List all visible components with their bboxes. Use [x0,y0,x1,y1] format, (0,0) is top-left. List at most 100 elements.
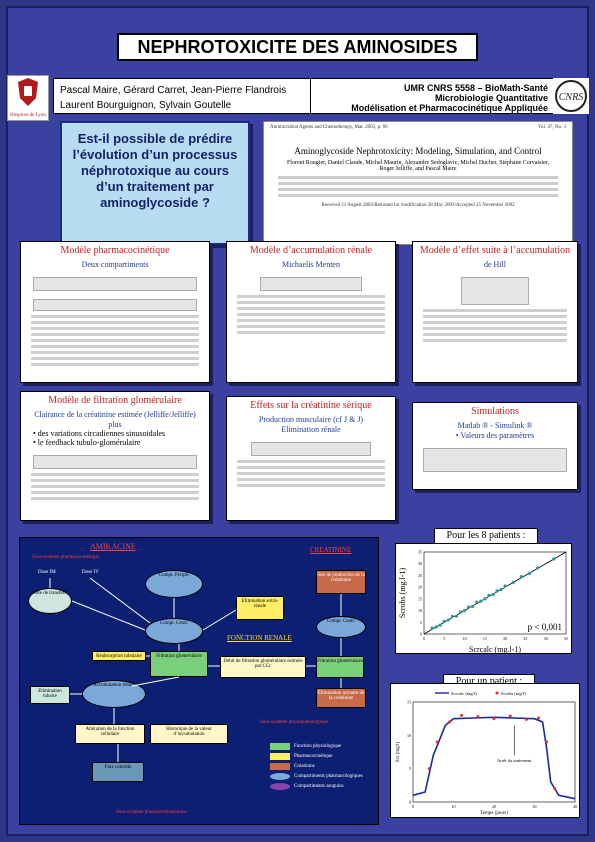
scatter-point [503,584,507,588]
system-flow-diagram: AMIKACINE CREATININE FONCTION RENALE Dos… [19,537,379,825]
time-point-obs [508,714,512,718]
accumulation-node: Accumulation rénale [82,680,146,708]
scatter-point [434,625,438,629]
paper-authors: Florent Rougier, Daniel Claude, Michel M… [286,160,550,172]
time-y-label: Scr (mg/l) [396,741,401,762]
simulations-box: Simulations Matlab ® - Simulink ® • Vale… [412,402,578,490]
scatter-y-tick: 5 [420,620,422,625]
scatter-y-tick: 0 [420,632,422,637]
gfr-model-subtitle: Clairance de la créatinine estimée (Jell… [34,410,196,419]
time-x-tick: 30 [533,804,537,809]
paper-title: Aminoglycoside Nephrotoxicity: Modeling,… [294,146,542,156]
gfr-model-box: Modèle de filtration glomérulaire Claira… [20,391,210,521]
time-point-obs [524,717,528,721]
scatter-x-tick: 30 [544,636,548,641]
legend-item-5: Compartiments sanguins [294,784,344,789]
legend-item-1: Fonction physiologique [294,744,342,749]
pk-equation-2 [33,299,197,311]
scatter-y-tick: 20 [418,585,422,590]
flow-legend: Fonction physiologique Pharmacocinétique… [270,743,363,790]
scatter-plot-area [423,551,567,635]
scatter-point [487,593,491,597]
gfr-bullet-2: • le feedback tubulo-glomérulaire [33,438,141,447]
lab-box: UMR CNRS 5558 – BioMath-Santé Microbiolo… [310,78,555,114]
legend-item-4: Compartiments pharmacologiques [294,774,363,779]
hill-equation [461,277,529,305]
creatinine-compartment-node: Compt. Centr. [316,616,366,638]
time-point-obs [537,716,541,720]
effect-model-title: Modèle d’effet suite à l’accumulation [419,245,571,256]
authors-box: Pascal Maire, Gérard Carret, Jean-Pierre… [53,78,318,114]
scatter-x-tick: 20 [503,636,507,641]
scatter-point [462,608,467,613]
flow-arrows [49,577,342,762]
time-point-obs [447,720,451,724]
time-point-obs [435,740,439,744]
time-x-tick: 10 [452,804,456,809]
gfr-equation [33,455,197,469]
research-question: Est-il possible de prédire l’évolution d… [60,121,250,245]
accumulation-model-box: Modèle d’accumulation rénale Michaelis M… [226,241,396,383]
gfr-model-title: Modèle de filtration glomérulaire [48,395,182,406]
dose-iv-label: Dose IV [82,570,99,575]
scatter-x-label: Scrcalc (mg.l-1) [469,645,521,654]
flow-title-amikacine: AMIKACINE [90,542,136,551]
scatter-point [454,614,459,618]
simulations-tools: Matlab ® - Simulink ® [457,421,533,430]
scatter-point [495,589,499,593]
time-x-tick: 20 [492,804,496,809]
site-transfert-node: Site de transfert [28,588,72,614]
creatinine-elimination: Elimination rénale [281,425,341,434]
flux-control-node: Flux contrôle [92,762,144,782]
filtration-node: Filtration glomérulaire [150,651,208,677]
time-legend-point [495,691,499,695]
scatter-x-tick: 35 [564,636,568,641]
dfg-node: Débit de filtration glomérulaire estimée… [220,656,306,678]
scatter-point [479,599,483,603]
pk-equation [33,277,197,291]
scatter-y-tick: 10 [418,608,422,613]
scatter-point [519,575,523,579]
cnrs-logo: CNRS [553,78,589,114]
scatter-point [467,605,471,609]
creatinine-effects-box: Effets sur la créatinine sérique Product… [226,396,396,521]
pk-model-box: Modèle pharmacocinétique Deux compartime… [20,241,210,383]
time-y-tick: 0 [409,800,411,805]
scatter-point [442,619,446,623]
compartment-central-node: Compt. Centr. [145,618,203,644]
time-point-obs [545,740,549,744]
time-point-obs [460,713,464,717]
scatter-pvalue: p < 0,001 [528,622,562,632]
elimination-extra-node: Elimination extra-rénale [236,596,284,620]
scatter-y-tick: 25 [418,573,422,578]
parameters-table [423,448,567,472]
time-legend-1: Scrcalc (mg/l) [451,691,477,696]
accumulation-model-subtitle: Michaelis Menten [282,260,340,269]
creatinine-production: Production musculaire (cf J & J) [258,415,364,424]
scatter-y-tick: 35 [418,550,422,555]
time-legend-2: Scrobs (mg/l) [501,691,526,696]
time-plot-area [412,701,576,803]
scatter-point [499,587,503,592]
time-series-calc [412,716,576,800]
scatter-x-tick: 15 [483,636,487,641]
paper-journal: Antimicrobial Agents and Chemotherapy, M… [270,125,388,130]
tubular-reabsorption-node: Réabsorption tubulaire [92,651,146,661]
pk-model-title: Modèle pharmacocinétique [60,245,170,256]
time-x-label: Temps (jours) [480,811,508,816]
scatter-y-tick: 15 [418,596,422,601]
elimination-tubaire-node: Elimination tubaire [30,686,70,704]
scatter-point [552,557,556,561]
subsystem-pharmacokinetic: Sous-système pharmacocinétique [32,555,99,560]
legend-item-3: Créatinine [294,764,315,769]
scatter-x-tick: 25 [523,636,527,641]
creatinine-elimination-node: Elimination urinaire de la créatinine [316,688,366,708]
scatter-point [475,600,479,604]
flow-title-creatinine: CREATININE [310,546,352,554]
subsystem-pharmacodynamic: Sous-système pharmacodynamique [116,810,187,815]
lab-line-2: Microbiologie Quantitative [434,93,548,103]
logo-left-text: Hospices de Lyon [10,113,46,118]
